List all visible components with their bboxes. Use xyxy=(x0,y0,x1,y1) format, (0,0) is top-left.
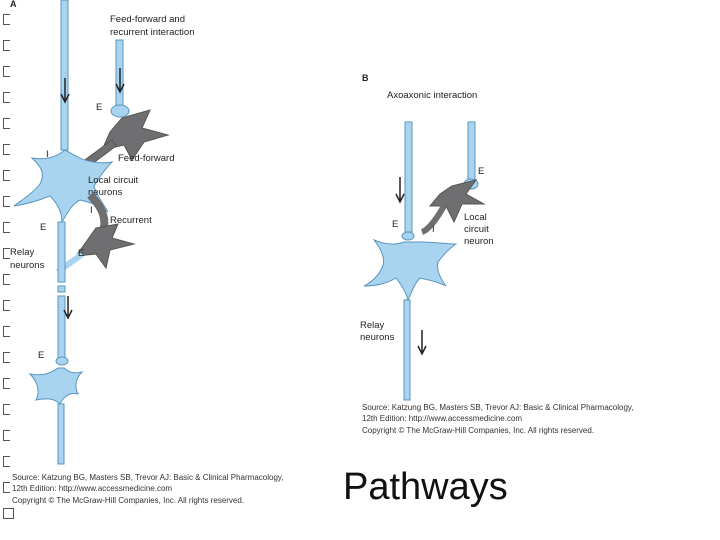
label-relay-line1: Relay xyxy=(360,320,385,331)
figure-b-axoaxonic: B Axoaxonic interaction E I Local circui… xyxy=(360,72,668,436)
excitatory-axon xyxy=(467,121,476,183)
label-i-recur: I xyxy=(90,205,93,216)
bottom-relay-neuron xyxy=(28,367,84,405)
figure-b-caption-line3: Copyright © The McGraw-Hill Companies, I… xyxy=(362,426,594,435)
square-bullet-icon xyxy=(3,508,14,519)
down-arrow-icon xyxy=(395,177,405,204)
figure-b-panel-letter: B xyxy=(362,73,369,83)
label-local-line1: Local circuit xyxy=(88,175,139,186)
down-arrow-icon xyxy=(115,68,125,94)
label-e-cell: E xyxy=(392,219,398,230)
label-recurrent: Recurrent xyxy=(110,215,152,226)
figure-b-caption-line1: Source: Katzung BG, Masters SB, Trevor A… xyxy=(362,403,634,412)
slide-title: Pathways xyxy=(343,466,508,508)
down-arrow-icon xyxy=(60,78,70,104)
figure-a-heading-line1: Feed-forward and xyxy=(110,14,185,25)
label-e-relay: E xyxy=(78,248,84,259)
label-e-bottom: E xyxy=(38,350,44,361)
label-local-line3: neuron xyxy=(464,236,494,247)
relay-axon-top xyxy=(60,0,69,151)
label-relay-line1: Relay xyxy=(10,247,35,258)
figure-a-heading-line2: recurrent interaction xyxy=(110,27,194,38)
excitatory-terminal xyxy=(110,104,130,118)
relay-axon xyxy=(404,121,413,233)
figure-a-caption-line3: Copyright © The McGraw-Hill Companies, I… xyxy=(12,496,244,505)
relay-neuron-body xyxy=(363,238,458,302)
label-feed-forward: Feed-forward xyxy=(118,153,175,164)
relay-axon-middle xyxy=(57,221,66,283)
label-local-line1: Local xyxy=(464,212,487,223)
recurrent-axon xyxy=(87,192,109,229)
label-i: I xyxy=(432,224,435,235)
down-arrow-icon xyxy=(63,296,73,320)
label-relay-line2: neurons xyxy=(10,260,45,271)
figure-b-heading: Axoaxonic interaction xyxy=(387,90,477,101)
figure-a-panel-letter: A xyxy=(10,0,17,9)
local-neuron xyxy=(428,179,486,224)
label-e-top: E xyxy=(478,166,484,177)
label-i-feed: I xyxy=(46,149,49,160)
figure-a-caption-line2: 12th Edition: http://www.accessmedicine.… xyxy=(12,484,172,493)
figure-b-diagram: B Axoaxonic interaction E I Local circui… xyxy=(360,73,634,435)
relay-axon-dash xyxy=(57,285,66,293)
relay-axon-lower xyxy=(403,299,411,401)
relay-synapse xyxy=(401,231,415,241)
label-e-top: E xyxy=(96,102,102,113)
down-arrow-icon xyxy=(417,330,427,356)
feed-forward-local-neuron xyxy=(101,109,170,161)
label-local-line2: circuit xyxy=(464,224,489,235)
figure-a-diagram: A Feed-forward and recurrent interaction… xyxy=(10,0,284,505)
label-relay-line2: neurons xyxy=(360,332,395,343)
figure-b-caption-line2: 12th Edition: http://www.accessmedicine.… xyxy=(362,414,522,423)
label-local-line2: neurons xyxy=(88,187,123,198)
bottom-axon xyxy=(57,403,65,465)
figure-a-feed-forward-recurrent: A Feed-forward and recurrent interaction… xyxy=(10,0,323,506)
relay-axon-lower xyxy=(57,295,66,359)
local-axon xyxy=(420,204,447,235)
figure-a-caption-line1: Source: Katzung BG, Masters SB, Trevor A… xyxy=(12,473,284,482)
bottom-synapse xyxy=(55,356,69,366)
recurrent-local-neuron xyxy=(74,223,136,270)
label-e-cell: E xyxy=(40,222,46,233)
